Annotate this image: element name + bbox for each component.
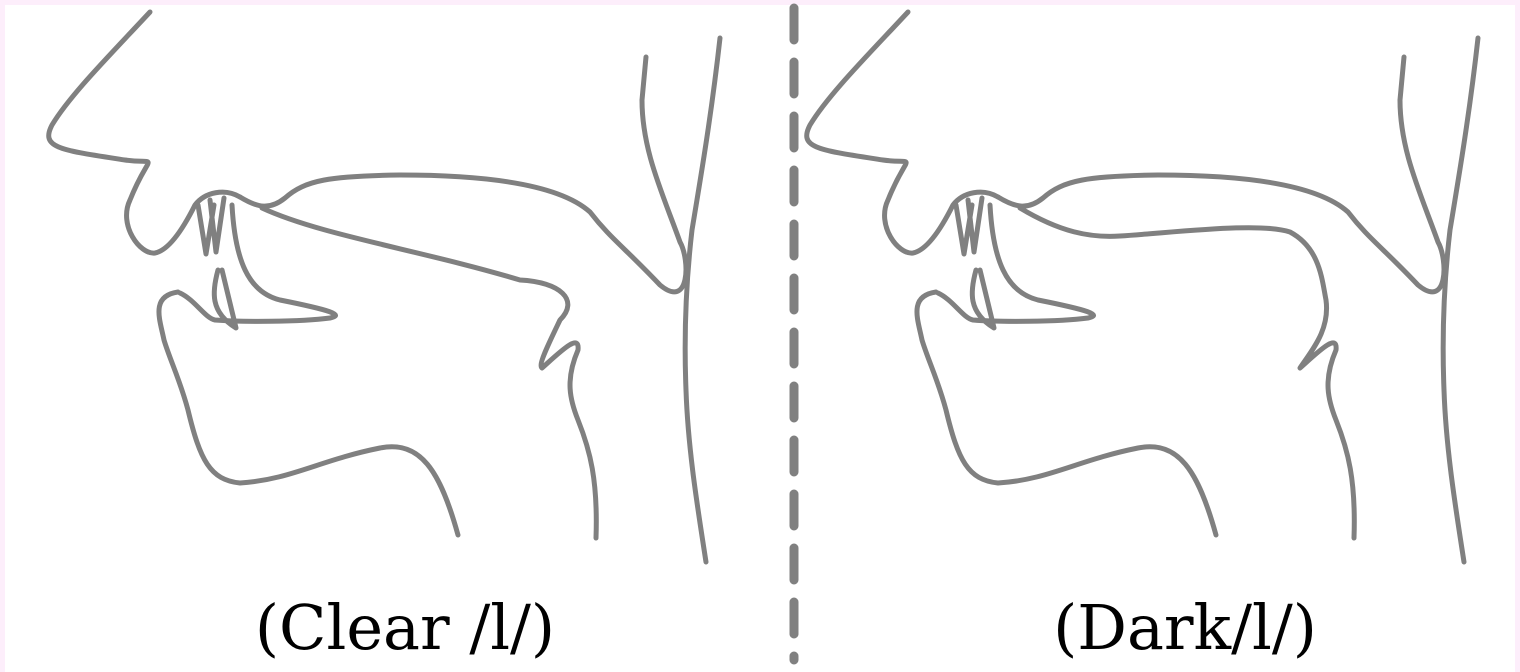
vocal-tract-clear-l [49,12,720,562]
vocal-tract-dark-l [807,12,1478,562]
upper-teeth [956,198,982,254]
face-profile [49,12,458,535]
caption-dark-l: (Dark/l/) [960,588,1410,668]
tongue-dorsum [262,208,596,538]
tongue-dorsum [1020,208,1354,538]
face-profile [807,12,1216,535]
pharynx-wall [685,38,720,562]
hard-palate [240,57,686,292]
caption-clear-l: (Clear /l/) [180,588,630,668]
hard-palate [998,57,1444,292]
pharynx-wall [1443,38,1478,562]
upper-teeth [198,198,224,254]
